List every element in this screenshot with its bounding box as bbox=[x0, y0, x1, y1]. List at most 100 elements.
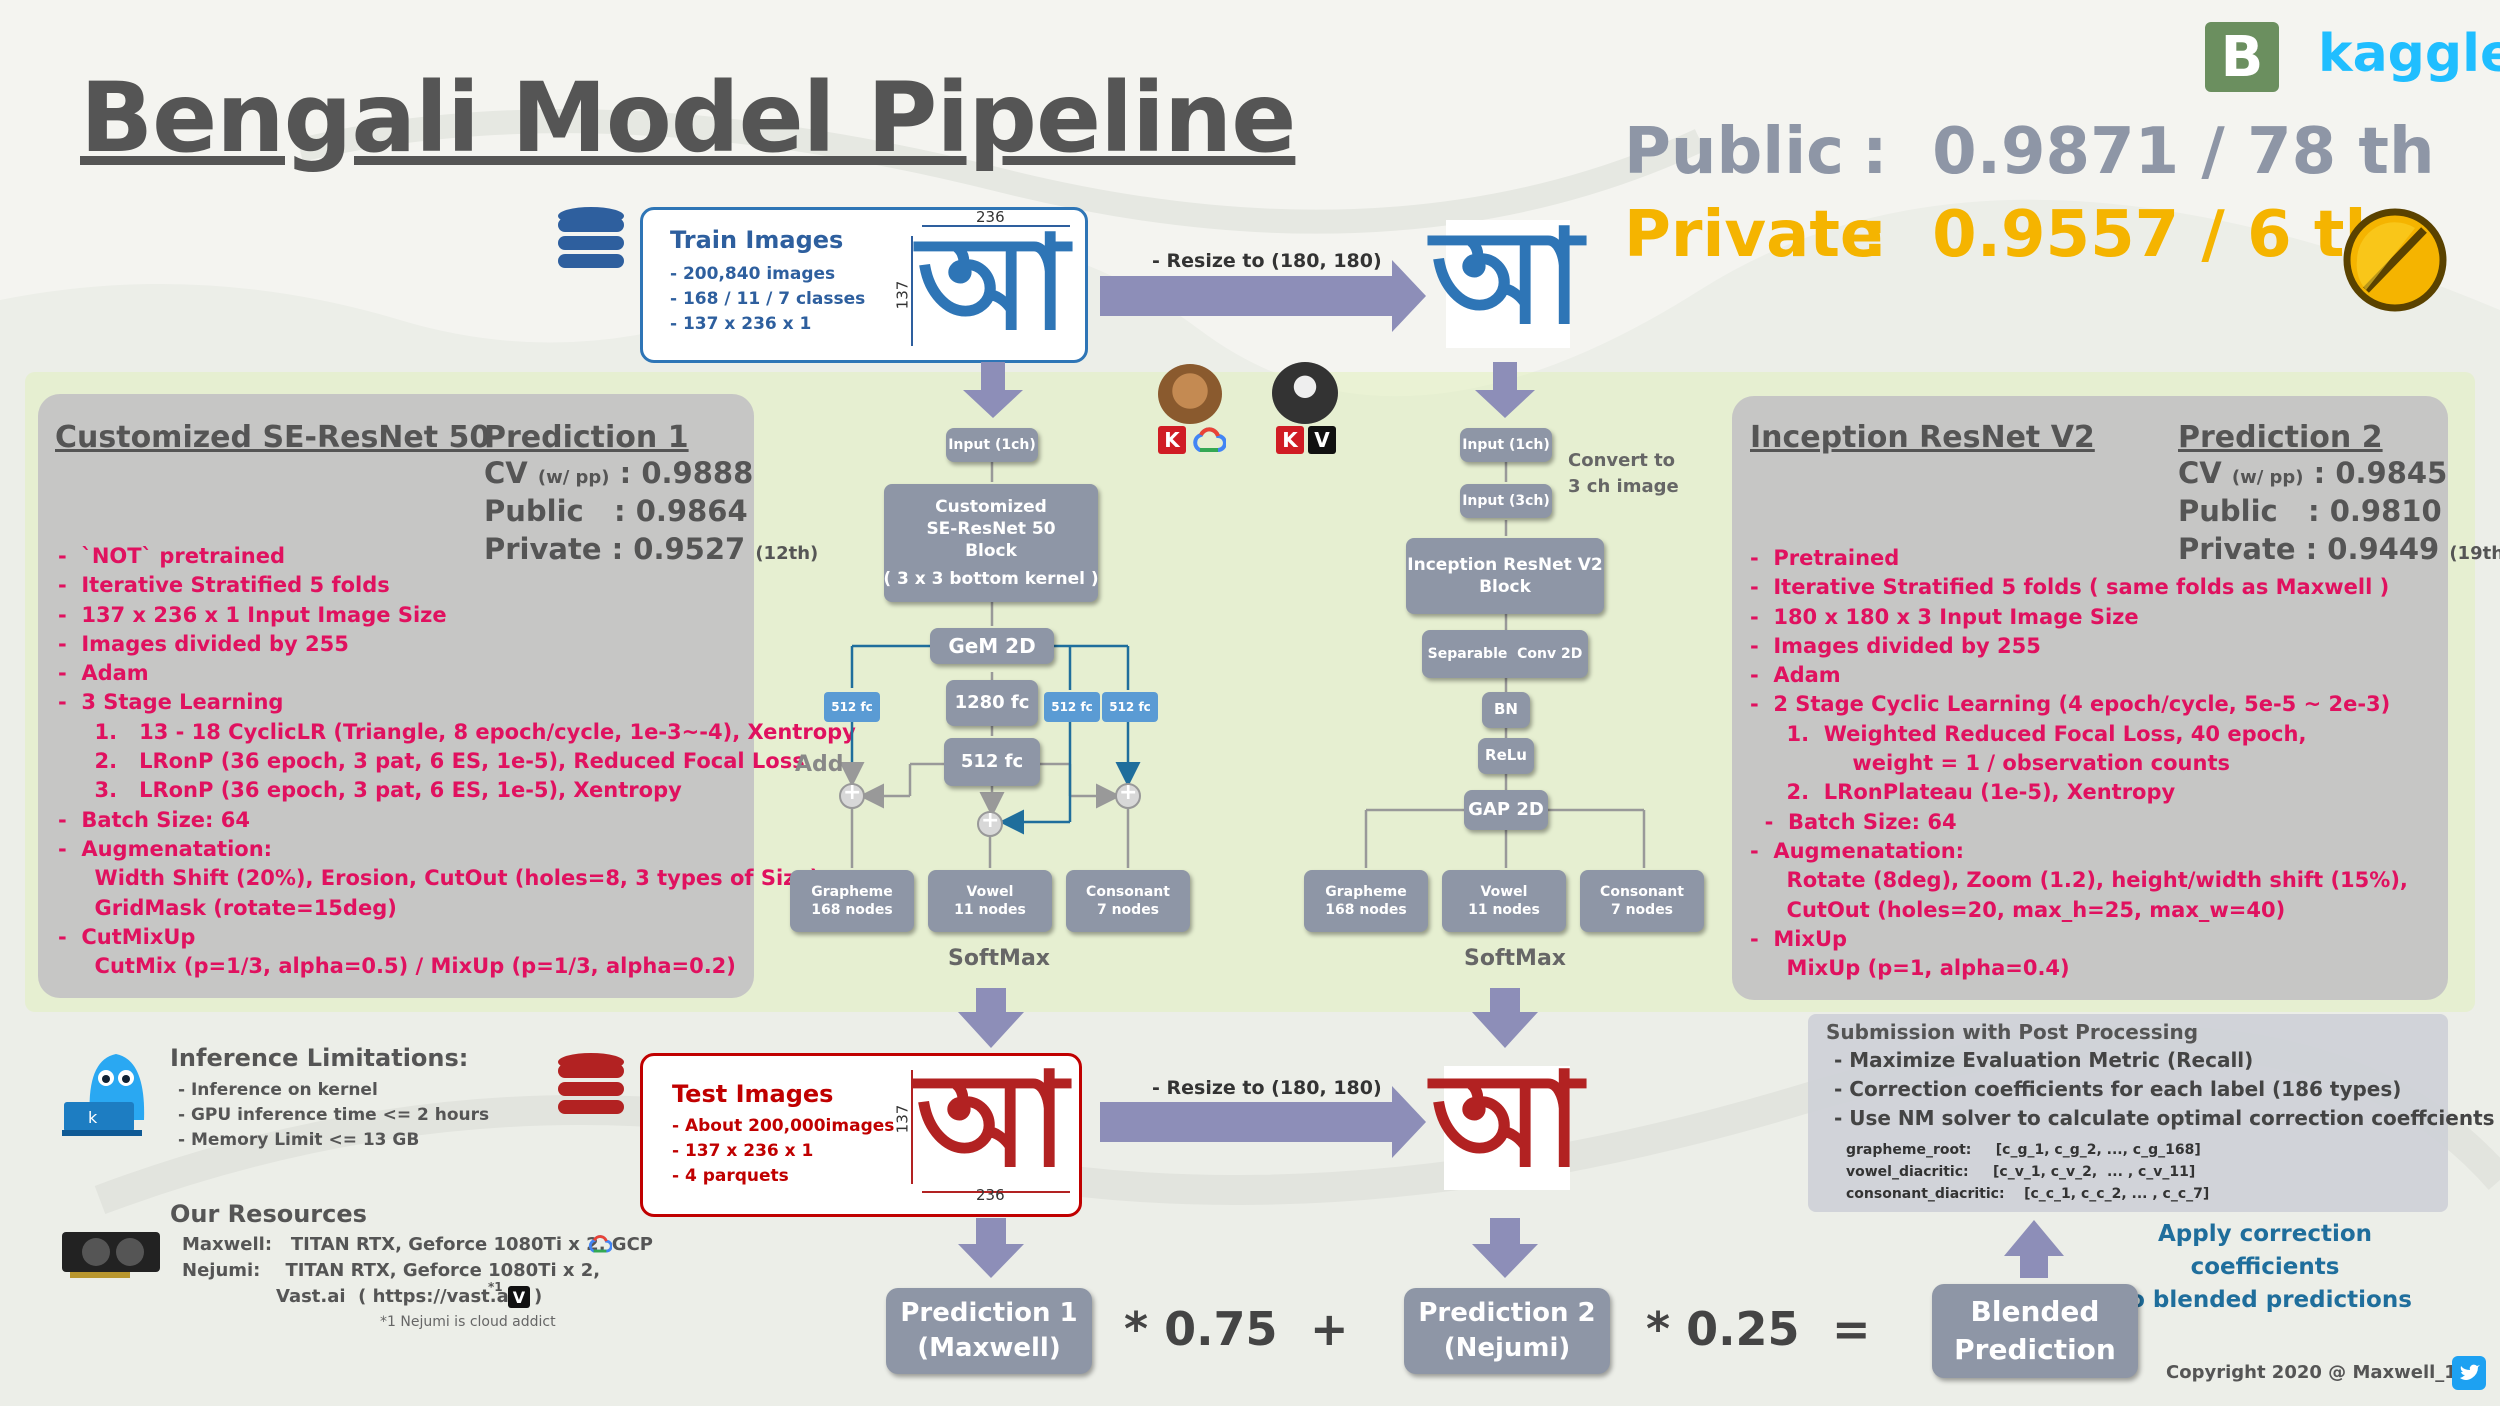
pred-line: (Maxwell) bbox=[917, 1333, 1061, 1363]
laptop-letter: k bbox=[88, 1108, 98, 1127]
right-detail: 1. Weighted Reduced Focal Loss, 40 epoch… bbox=[1750, 721, 2307, 746]
post-row: vowel_diacritic: [c_v_1, c_v_2, ... , c_… bbox=[1846, 1164, 2196, 1180]
left-cv-label: CV bbox=[484, 456, 528, 490]
left-detail: - Iterative Stratified 5 folds bbox=[58, 573, 390, 598]
right-cv-value: : 0.9845 bbox=[2313, 456, 2448, 490]
net2-block-line: Block bbox=[1479, 577, 1531, 597]
pred-line: (Nejumi) bbox=[1443, 1333, 1571, 1363]
resize-label-bottom: - Resize to (180, 180) bbox=[1152, 1077, 1382, 1099]
gcp-cloud-icon bbox=[588, 1235, 612, 1253]
gcp-cloud-icon bbox=[1193, 427, 1226, 452]
left-cv: CV (w/ pp) : 0.9888 bbox=[484, 456, 753, 490]
test-detail: - 137 x 236 x 1 bbox=[672, 1141, 814, 1161]
right-cv-label: CV bbox=[2178, 456, 2222, 490]
train-details: - 200,840 images - 168 / 11 / 7 classes … bbox=[670, 262, 865, 337]
right-detail: - Batch Size: 64 bbox=[1750, 809, 1957, 834]
test-detail: - 4 parquets bbox=[672, 1166, 789, 1186]
left-detail: 1. 13 - 18 CyclicLR (Triangle, 8 epoch/c… bbox=[58, 719, 856, 744]
train-database-icon bbox=[558, 207, 624, 268]
head-name: Vowel bbox=[1480, 883, 1528, 900]
inference-item: - GPU inference time <= 2 hours bbox=[178, 1105, 490, 1125]
twitter-icon[interactable] bbox=[2452, 1356, 2486, 1390]
right-detail: 2. LRonPlateau (1e-5), Xentropy bbox=[1750, 780, 2176, 805]
net2-input3-node: Input (3ch) bbox=[1460, 484, 1552, 518]
right-detail: Rotate (8deg), Zoom (1.2), height/width … bbox=[1750, 868, 2408, 893]
head-name: Grapheme bbox=[811, 883, 893, 900]
head-nodes: 7 nodes bbox=[1096, 902, 1160, 918]
left-model-details: - `NOT` pretrained - Iterative Stratifie… bbox=[58, 542, 856, 981]
train-detail: - 137 x 236 x 1 bbox=[670, 314, 812, 334]
train-width-dim: 236 bbox=[976, 208, 1005, 226]
weight-1: * 0.75 bbox=[1124, 1302, 1278, 1356]
resource-footnote: *1 Nejumi is cloud addict bbox=[380, 1314, 556, 1330]
post-processing-box bbox=[1808, 1014, 2448, 1212]
inference-title: Inference Limitations: bbox=[170, 1044, 469, 1072]
left-detail: 3. LRonP (36 epoch, 3 pat, 6 ES, 1e-5), … bbox=[58, 778, 682, 803]
pred-line: Blended bbox=[1970, 1295, 2100, 1329]
left-detail: - CutMixUp bbox=[58, 924, 196, 949]
pred-line: Prediction 1 bbox=[900, 1297, 1078, 1328]
net1-fc1280-node: 1280 fc bbox=[946, 680, 1038, 726]
left-detail: GridMask (rotate=15deg) bbox=[58, 895, 397, 920]
copyright: Copyright 2020 @ Maxwell_110 bbox=[2166, 1362, 2482, 1383]
net1-block-line: Customized bbox=[935, 496, 1047, 517]
resource-line: Maxwell: TITAN RTX, Geforce 1080Ti x 2, … bbox=[182, 1234, 653, 1255]
apply-line: Apply correction coefficients bbox=[2157, 1221, 2373, 1280]
gold-medal-icon bbox=[2343, 208, 2447, 312]
resources-title: Our Resources bbox=[170, 1200, 367, 1228]
net2-relu-node: ReLu bbox=[1478, 738, 1534, 774]
inference-items: - Inference on kernel - GPU inference ti… bbox=[178, 1078, 489, 1153]
net2-input1-node: Input (1ch) bbox=[1460, 428, 1552, 462]
right-detail: - 2 Stage Cyclic Learning (4 epoch/cycle… bbox=[1750, 692, 2391, 717]
weight-2: * 0.25 bbox=[1646, 1302, 1800, 1356]
head-nodes: 168 nodes bbox=[1325, 902, 1407, 918]
test-dim-arrows bbox=[911, 1070, 1070, 1193]
right-detail: - Augmenatation: bbox=[1750, 838, 1965, 863]
plus-operator: + bbox=[1310, 1302, 1349, 1356]
left-detail: - `NOT` pretrained bbox=[58, 544, 286, 568]
post-row: grapheme_root: [c_g_1, c_g_2, ..., c_g_1… bbox=[1846, 1142, 2201, 1158]
left-detail: - Batch Size: 64 bbox=[58, 807, 250, 832]
net1-block-line: ( 3 x 3 bottom kernel ) bbox=[883, 569, 1099, 590]
left-detail: 2. LRonP (36 epoch, 3 pat, 6 ES, 1e-5), … bbox=[58, 749, 805, 774]
head-nodes: 168 nodes bbox=[811, 902, 893, 918]
right-detail: - 180 x 180 x 3 Input Image Size bbox=[1750, 604, 2139, 629]
train-images-box bbox=[640, 207, 1088, 363]
net2-head-consonant: Consonant 7 nodes bbox=[1580, 870, 1704, 932]
head-name: Vowel bbox=[966, 883, 1014, 900]
left-detail: - Adam bbox=[58, 661, 149, 686]
head-name: Grapheme bbox=[1325, 883, 1407, 900]
resize-arrow-bottom bbox=[1100, 1086, 1426, 1158]
net1-softmax-label: SoftMax bbox=[948, 946, 1050, 971]
left-detail: - 3 Stage Learning bbox=[58, 690, 284, 715]
public-score: : 0.9871 / 78 th bbox=[1862, 115, 2435, 189]
right-detail: - Images divided by 255 bbox=[1750, 633, 2041, 658]
head-name: Consonant bbox=[1600, 883, 1684, 900]
right-detail: MixUp (p=1, alpha=0.4) bbox=[1750, 956, 2070, 981]
left-detail: - Augmenatation: bbox=[58, 836, 273, 861]
right-cv: CV (w/ pp) : 0.9845 bbox=[2178, 456, 2447, 490]
right-cv-sub: (w/ pp) bbox=[2231, 467, 2304, 488]
head-nodes: 7 nodes bbox=[1610, 902, 1674, 918]
left-model-panel bbox=[38, 394, 754, 998]
train-detail: - 200,840 images bbox=[670, 264, 836, 284]
post-row: consonant_diacritic: [c_c_1, c_c_2, ... … bbox=[1846, 1186, 2210, 1202]
test-detail: - About 200,000images bbox=[672, 1116, 895, 1136]
test-resized-glyph: আ bbox=[1431, 1042, 1583, 1196]
test-width-dim: 236 bbox=[976, 1186, 1005, 1204]
net1-block-line: Block bbox=[965, 541, 1017, 561]
net1-head-grapheme: Grapheme 168 nodes bbox=[790, 870, 914, 932]
left-prediction-heading: Prediction 1 bbox=[484, 420, 689, 455]
net1-block-node: Customized SE-ResNet 50 Block ( 3 x 3 bo… bbox=[883, 484, 1099, 602]
resource-line: Nejumi: TITAN RTX, Geforce 1080Ti x 2, bbox=[182, 1260, 601, 1281]
net2-softmax-label: SoftMax bbox=[1464, 946, 1566, 971]
left-private-value: Private : 0.9527 bbox=[484, 532, 746, 566]
inference-item: - Memory Limit <= 13 GB bbox=[178, 1130, 420, 1150]
pred-line: Prediction bbox=[1954, 1333, 2116, 1366]
right-detail: - MixUp bbox=[1750, 926, 1848, 951]
net2-head-grapheme: Grapheme 168 nodes bbox=[1304, 870, 1428, 932]
post-item: - Correction coefficients for each label… bbox=[1834, 1077, 2402, 1101]
